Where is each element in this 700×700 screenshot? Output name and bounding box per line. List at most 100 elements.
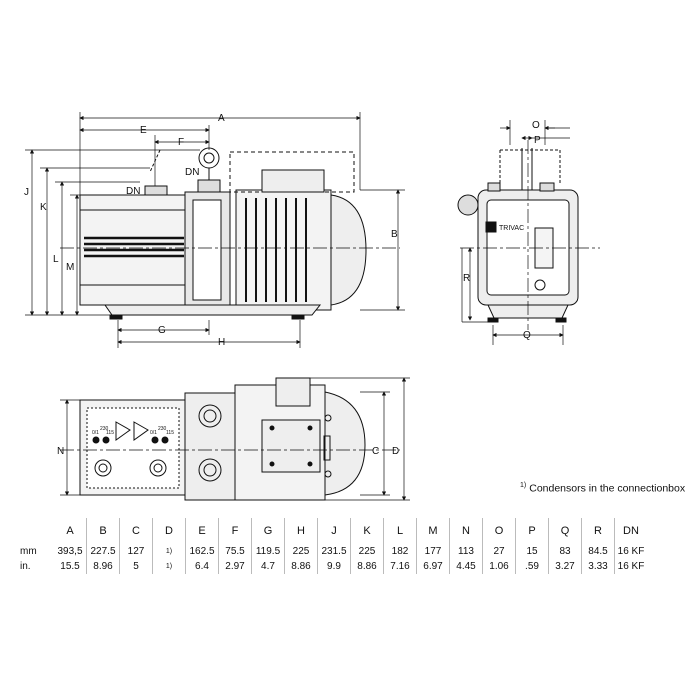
table-cell: 7.16 bbox=[383, 559, 417, 574]
table-cell: 16 KF bbox=[614, 559, 647, 574]
dim-label-d: D bbox=[392, 446, 399, 457]
table-cell: 83 bbox=[548, 544, 582, 559]
table-cell: 127 bbox=[119, 544, 153, 559]
dim-label-j: J bbox=[24, 187, 29, 198]
table-cell: 1) bbox=[152, 544, 186, 559]
footnote-marker: 1) bbox=[520, 482, 527, 489]
table-header: R bbox=[581, 518, 615, 544]
table-cell: 177 bbox=[416, 544, 450, 559]
dim-label-r: R bbox=[463, 273, 470, 284]
table-header: C bbox=[119, 518, 153, 544]
table-header: J bbox=[317, 518, 351, 544]
front-view bbox=[457, 140, 600, 330]
table-cell: 3.33 bbox=[581, 559, 615, 574]
footnote: 1)Condensors in the connectionbox bbox=[520, 482, 685, 495]
table-unit: mm bbox=[20, 546, 37, 557]
top-view-labels: N C D bbox=[57, 446, 399, 457]
table-cell: 8.96 bbox=[86, 559, 120, 574]
dim-label-q: Q bbox=[523, 330, 531, 341]
table-cell: 4.45 bbox=[449, 559, 483, 574]
side-view-dimensions bbox=[25, 112, 405, 348]
table-cell: 4.7 bbox=[251, 559, 285, 574]
dim-label-l: L bbox=[53, 254, 59, 265]
table-cell: 75.5 bbox=[218, 544, 252, 559]
dim-label-p: P bbox=[534, 135, 541, 146]
table-header: E bbox=[185, 518, 219, 544]
table-cell: .59 bbox=[515, 559, 549, 574]
table-cell: 393,5 bbox=[57, 546, 83, 557]
table-cell: 225 bbox=[284, 544, 318, 559]
volt-label-2: 115 bbox=[106, 430, 114, 436]
brand-label: TRIVAC bbox=[499, 225, 524, 232]
volt-label-3: 230 bbox=[158, 426, 167, 432]
table-cell: 119.5 bbox=[251, 544, 285, 559]
table-cell: 162.5 bbox=[185, 544, 219, 559]
dimensions-table: A B C D E F G H J K L M N O P Q R DN mm … bbox=[20, 518, 647, 574]
dim-label-n: N bbox=[57, 446, 64, 457]
dn-label-2: DN bbox=[185, 167, 199, 178]
footnote-text: Condensors in the connectionbox bbox=[529, 482, 686, 495]
table-header: N bbox=[449, 518, 483, 544]
table-cell: 6.97 bbox=[416, 559, 450, 574]
table-cell: 182 bbox=[383, 544, 417, 559]
dim-label-e: E bbox=[140, 125, 147, 136]
table-header: A bbox=[66, 525, 74, 537]
table-header-row: A B C D E F G H J K L M N O P Q R DN bbox=[20, 518, 647, 544]
dim-label-g: G bbox=[158, 325, 166, 336]
table-header: D bbox=[152, 518, 186, 544]
table-header: O bbox=[482, 518, 516, 544]
table-header: B bbox=[86, 518, 120, 544]
dim-label-a: A bbox=[218, 113, 225, 124]
table-cell: 113 bbox=[449, 544, 483, 559]
side-view-labels: A E F B J K L M G H DN DN bbox=[24, 113, 398, 348]
table-cell: 1) bbox=[152, 559, 186, 574]
table-cell: 84.5 bbox=[581, 544, 615, 559]
table-cell: 15.5 bbox=[60, 561, 80, 572]
switch-label-2: 0/1 bbox=[150, 430, 157, 436]
front-view-labels: O P R Q bbox=[463, 120, 541, 341]
table-cell: 227.5 bbox=[86, 544, 120, 559]
top-view-small-labels: 0/1 230 115 0/1 230 115 bbox=[92, 426, 174, 436]
table-cell: 5 bbox=[119, 559, 153, 574]
table-cell: 9.9 bbox=[317, 559, 351, 574]
top-view-dimensions bbox=[60, 377, 410, 501]
table-cell: 231.5 bbox=[317, 544, 351, 559]
table-header: DN bbox=[614, 518, 647, 544]
table-cell: 1.06 bbox=[482, 559, 516, 574]
table-cell: 16 KF bbox=[614, 544, 647, 559]
table-header: H bbox=[284, 518, 318, 544]
table-header: M bbox=[416, 518, 450, 544]
dim-label-b: B bbox=[391, 229, 398, 240]
table-header: P bbox=[515, 518, 549, 544]
table-cell: 8.86 bbox=[284, 559, 318, 574]
dim-label-h: H bbox=[218, 337, 225, 348]
table-header: F bbox=[218, 518, 252, 544]
table-header: L bbox=[383, 518, 417, 544]
table-cell: 27 bbox=[482, 544, 516, 559]
table-row: mm 393,5 227.5 127 1) 162.5 75.5 119.5 2… bbox=[20, 544, 647, 559]
table-header: Q bbox=[548, 518, 582, 544]
table-cell: 3.27 bbox=[548, 559, 582, 574]
table-header: G bbox=[251, 518, 285, 544]
front-view-dimensions bbox=[461, 120, 570, 345]
switch-label-1: 0/1 bbox=[92, 430, 99, 436]
table-row: in. 15.5 8.96 5 1) 6.4 2.97 4.7 8.86 9.9… bbox=[20, 559, 647, 574]
table-cell: 15 bbox=[515, 544, 549, 559]
table-cell: 8.86 bbox=[350, 559, 384, 574]
dn-label-1: DN bbox=[126, 186, 140, 197]
table-header: K bbox=[350, 518, 384, 544]
dim-label-c: C bbox=[372, 446, 379, 457]
dim-label-k: K bbox=[40, 202, 47, 213]
table-cell: 6.4 bbox=[185, 559, 219, 574]
table-cell: 2.97 bbox=[218, 559, 252, 574]
dim-label-o: O bbox=[532, 120, 540, 131]
volt-label-1: 230 bbox=[100, 426, 109, 432]
table-unit: in. bbox=[20, 561, 31, 572]
table-cell: 225 bbox=[350, 544, 384, 559]
dim-label-m: M bbox=[66, 262, 74, 273]
volt-label-4: 115 bbox=[166, 430, 174, 436]
top-view bbox=[60, 377, 400, 501]
side-view bbox=[60, 147, 400, 320]
dim-label-f: F bbox=[178, 137, 184, 148]
